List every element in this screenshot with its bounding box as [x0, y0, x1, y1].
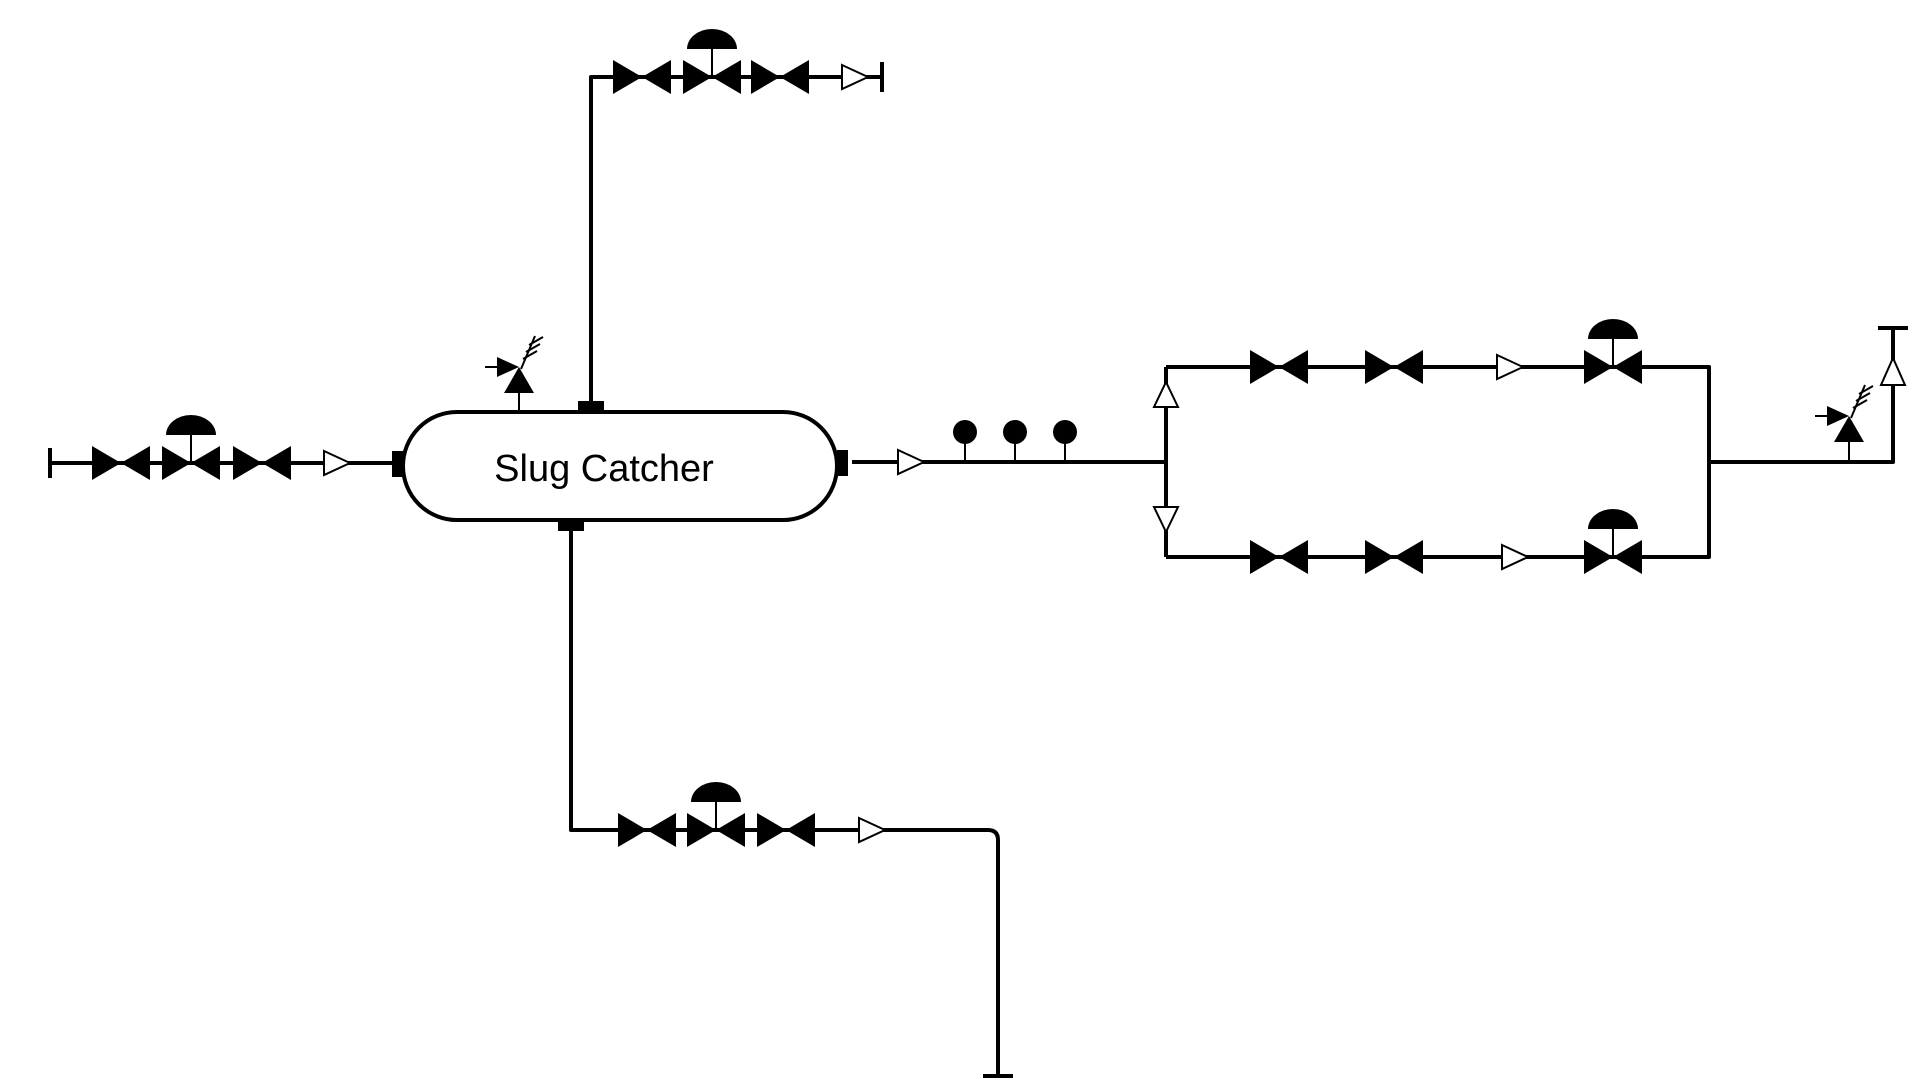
- flow-arrow-icon: [1501, 544, 1529, 570]
- gate-valve[interactable]: [1365, 540, 1423, 574]
- control-valve[interactable]: [1583, 318, 1643, 385]
- slug-catcher-label: Slug Catcher: [494, 448, 714, 490]
- gate-valve[interactable]: [751, 60, 809, 94]
- flow-arrow-icon: [841, 64, 869, 90]
- pressure-relief-valve[interactable]: [1814, 384, 1874, 461]
- nozzle-bottom: [558, 520, 584, 531]
- gate-valve[interactable]: [92, 446, 150, 480]
- instrument-indicator[interactable]: [952, 419, 978, 463]
- control-valve[interactable]: [1583, 508, 1643, 575]
- slug-catcher[interactable]: Slug Catcher: [392, 401, 848, 531]
- flow-arrow-down-icon: [1152, 506, 1180, 535]
- gate-valve[interactable]: [618, 813, 676, 847]
- export-line-symbols: [1814, 355, 1907, 461]
- bottom-outlet-pipe: [569, 528, 1000, 1075]
- upper-branch-pipe: [1166, 365, 1711, 462]
- nozzle-inlet: [392, 451, 403, 477]
- inlet-line-valves: [92, 414, 351, 481]
- pipes: [50, 75, 1895, 1075]
- top-outlet-pipe: [589, 75, 882, 403]
- flow-arrow-icon: [897, 449, 925, 475]
- instrument-indicator[interactable]: [1002, 419, 1028, 463]
- gate-valve[interactable]: [1250, 350, 1308, 384]
- control-valve[interactable]: [161, 414, 221, 481]
- control-valve[interactable]: [686, 781, 746, 848]
- pressure-relief-valve[interactable]: [484, 335, 544, 412]
- manifold-symbols: [1152, 318, 1643, 575]
- gate-valve[interactable]: [613, 60, 671, 94]
- gate-valve[interactable]: [1250, 540, 1308, 574]
- flow-arrow-icon: [1496, 354, 1524, 380]
- nozzle-gas-outlet: [837, 450, 848, 476]
- flow-arrow-icon: [323, 450, 351, 476]
- flow-arrow-icon: [858, 817, 886, 843]
- control-valve[interactable]: [682, 28, 742, 95]
- flow-arrow-up-icon: [1152, 379, 1180, 408]
- nozzle-top: [578, 401, 604, 412]
- bottom-line-valves: [618, 781, 886, 848]
- gas-outlet-symbols: [897, 419, 1078, 475]
- top-line-valves: [613, 28, 869, 95]
- end-caps: [48, 62, 1908, 1078]
- lower-branch-pipe: [1166, 462, 1711, 559]
- flow-arrow-up-icon: [1879, 355, 1907, 386]
- instrument-indicator[interactable]: [1052, 419, 1078, 463]
- gate-valve[interactable]: [757, 813, 815, 847]
- gate-valve[interactable]: [233, 446, 291, 480]
- gate-valve[interactable]: [1365, 350, 1423, 384]
